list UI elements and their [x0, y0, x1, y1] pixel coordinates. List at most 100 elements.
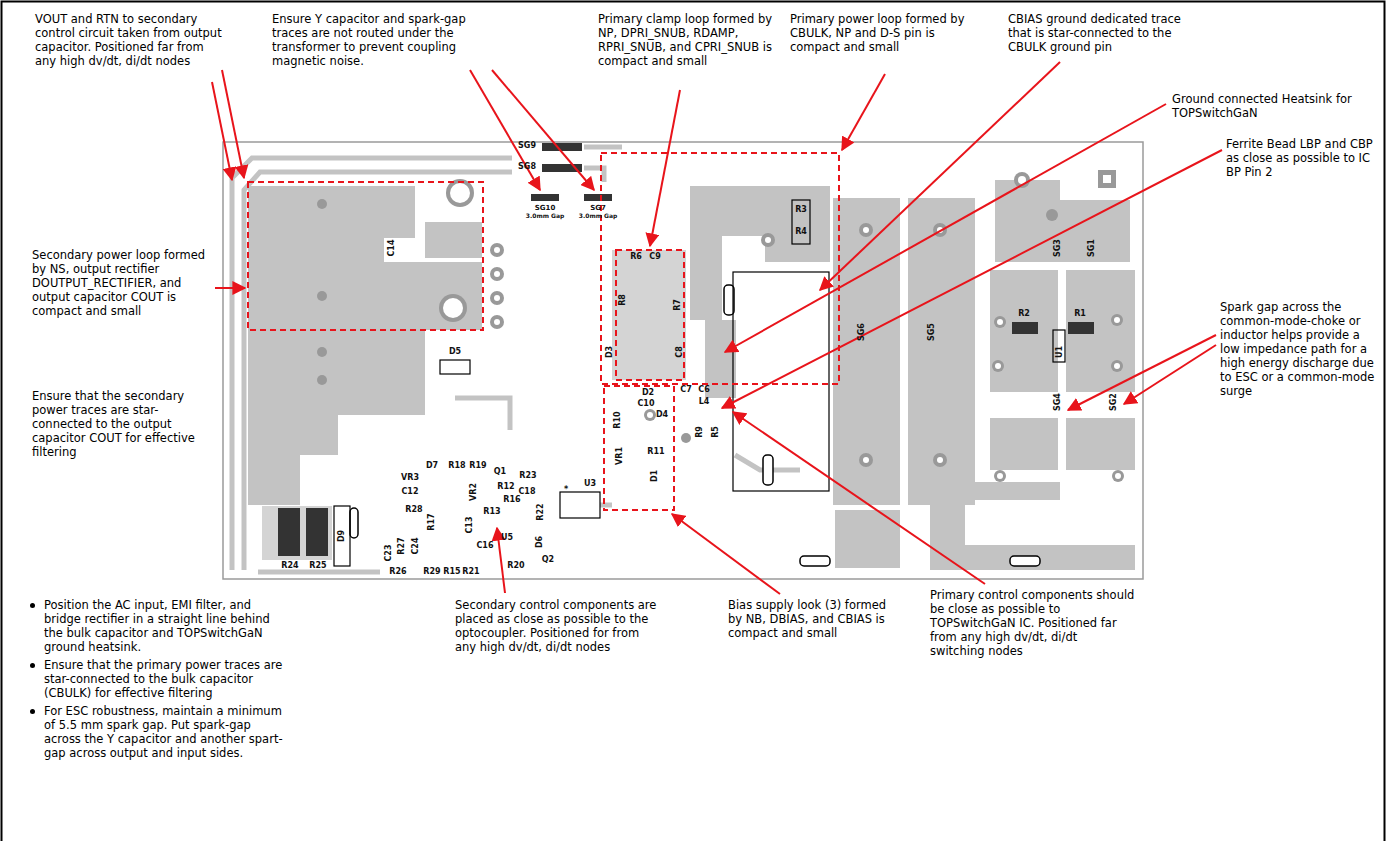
- mounting-hole: [490, 291, 504, 305]
- component-body: [542, 143, 582, 151]
- leader-arrow: [222, 70, 244, 178]
- hole-center: [863, 227, 869, 233]
- silkscreen-label: C9: [649, 253, 660, 261]
- component-body: [278, 143, 1094, 556]
- callout-note: Primary control components should be clo…: [930, 588, 1135, 658]
- loop-outline: [604, 386, 674, 510]
- mounting-hole: [1112, 470, 1124, 482]
- mounting-hole: [490, 243, 504, 257]
- hole-center: [1114, 317, 1120, 323]
- component-outline: [792, 200, 810, 244]
- signal-trace: [232, 147, 800, 572]
- board-slot: [1010, 556, 1040, 566]
- component-body: [531, 194, 559, 201]
- signal-trace: [600, 503, 612, 508]
- silkscreen-label: R5: [712, 426, 720, 438]
- hole-center: [443, 298, 463, 318]
- silkscreen-label: R8: [619, 294, 627, 306]
- mounting-hole: [859, 453, 873, 467]
- hole-center: [494, 319, 500, 325]
- silkscreen-label: R16: [503, 496, 520, 504]
- board-slot: [350, 508, 358, 538]
- mounting-hole: [317, 375, 327, 385]
- silkscreen-label: R21: [462, 568, 479, 576]
- copper-pour: [262, 506, 332, 560]
- silkscreen-label: R2: [1018, 310, 1030, 318]
- hole-center: [1115, 473, 1121, 479]
- mounting-hole: [446, 179, 474, 207]
- loop-outline: [248, 182, 483, 330]
- copper-pour: [990, 270, 1058, 392]
- component-outline: [733, 272, 829, 491]
- callout-note: Primary clamp loop formed by NP, DPRI_SN…: [598, 12, 776, 68]
- bullet-dot: [30, 603, 35, 608]
- silkscreen-label: SG7: [590, 205, 606, 212]
- callout-note: Primary power loop formed by CBULK, NP a…: [790, 12, 980, 54]
- leader-arrow: [820, 62, 1060, 290]
- silkscreen-label: R13: [483, 508, 500, 516]
- silkscreen-label: VR1: [616, 447, 624, 465]
- board-slot: [350, 285, 1040, 566]
- silkscreen-label: R3: [795, 206, 807, 214]
- silkscreen-label: C13: [466, 516, 474, 533]
- leader-arrow: [725, 104, 1166, 352]
- leader-arrow: [212, 82, 232, 180]
- silkscreen-label: R25: [309, 562, 326, 570]
- component-body: [1012, 322, 1038, 334]
- hole-center: [494, 295, 500, 301]
- mounting-hole: [859, 223, 873, 237]
- signal-trace: [584, 145, 622, 150]
- leader-arrow: [470, 70, 540, 190]
- silkscreen-label: R24: [281, 562, 298, 570]
- board-slot: [763, 455, 773, 485]
- leader-arrow: [1124, 345, 1216, 404]
- hole-center: [1114, 363, 1120, 369]
- silkscreen-label: SG2: [1110, 393, 1118, 411]
- signal-trace: [244, 172, 512, 570]
- copper-pour: [248, 180, 1135, 570]
- silkscreen-label: D4: [656, 411, 668, 419]
- silkscreen-label: R4: [795, 228, 807, 236]
- component-outline: [334, 506, 350, 566]
- silkscreen-label: SG4: [1054, 393, 1062, 411]
- mounting-hole: [317, 170, 1124, 482]
- silkscreen-label: Q1: [494, 468, 506, 476]
- component-body: [1068, 322, 1094, 334]
- leader-arrow: [842, 74, 885, 150]
- loop-outline: [616, 250, 684, 380]
- leader-arrow: [733, 412, 985, 584]
- hole-center: [647, 412, 653, 418]
- copper-pour: [248, 186, 482, 505]
- callout-note: For ESC robustness, maintain a minimum o…: [44, 704, 284, 760]
- silkscreen-label: U1: [1056, 346, 1064, 358]
- silkscreen-label: R15: [443, 568, 460, 576]
- silkscreen-label: SG3: [1054, 239, 1062, 257]
- silkscreen-label: D5: [449, 348, 461, 356]
- component-outline: [440, 360, 470, 374]
- hole-center: [494, 271, 500, 277]
- mounting-hole: [994, 316, 1006, 328]
- silkscreen-label: Q2: [542, 556, 554, 564]
- component-body: [584, 194, 612, 201]
- silkscreen-label: R7: [674, 299, 682, 311]
- silkscreen-label: C18: [518, 488, 535, 496]
- copper-pour: [990, 418, 1058, 470]
- callout-note: Bias supply look (3) formed by NB, DBIAS…: [728, 598, 898, 640]
- mounting-hole: [317, 291, 327, 301]
- component-outline: [560, 492, 600, 518]
- component-outline: [334, 200, 1065, 566]
- silkscreen-label: C8: [676, 346, 684, 357]
- mounting-hole: [761, 233, 775, 247]
- mounting-hole: [933, 453, 947, 467]
- mounting-hole: [644, 409, 656, 421]
- silkscreen-label: R6: [630, 253, 642, 261]
- signal-trace: [258, 570, 380, 575]
- silkscreen-label: C16: [476, 542, 493, 550]
- copper-pour: [690, 186, 830, 398]
- silkscreen-label: D7: [426, 462, 438, 470]
- callout-note: Ferrite Bead LBP and CBP as close as pos…: [1226, 137, 1374, 179]
- hole-center: [450, 183, 470, 203]
- leader-arrow: [1068, 335, 1216, 410]
